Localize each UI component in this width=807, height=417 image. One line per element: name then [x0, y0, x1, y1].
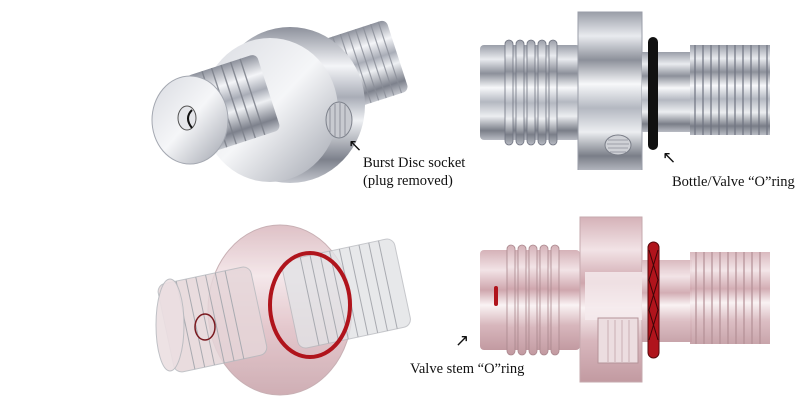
burst-disc-socket-label: Burst Disc socket	[363, 155, 466, 171]
fitting-isometric-solid-drawing	[151, 20, 408, 183]
fitting-side-solid-drawing	[480, 11, 770, 170]
bottle-valve-oring	[648, 37, 658, 150]
fitting-isometric-transparent	[140, 210, 420, 410]
bottle-valve-arrow: ↖	[662, 148, 677, 168]
fitting-side-transparent	[470, 210, 780, 410]
valve-stem-oring-transparent	[194, 313, 216, 341]
fitting-isometric-solid	[140, 0, 420, 200]
fitting-isometric-transparent-drawing	[155, 224, 411, 396]
fitting-side-transparent-drawing	[480, 216, 770, 383]
bottle-valve-oring-label: Bottle/Valve “O”ring	[672, 174, 795, 190]
bottle-valve-oring-red	[647, 241, 660, 359]
valve-stem-oring-label: Valve stem “O”ring	[410, 361, 525, 377]
valve-stem-oring	[494, 286, 498, 306]
valve-stem-arrow: ↗	[455, 331, 470, 351]
burst-disc-arrow: ↖	[348, 136, 363, 156]
bottle-valve-oring-transparent	[268, 251, 352, 359]
fitting-side-solid	[470, 0, 780, 170]
burst-disc-plug-removed-label: (plug removed)	[363, 173, 453, 189]
